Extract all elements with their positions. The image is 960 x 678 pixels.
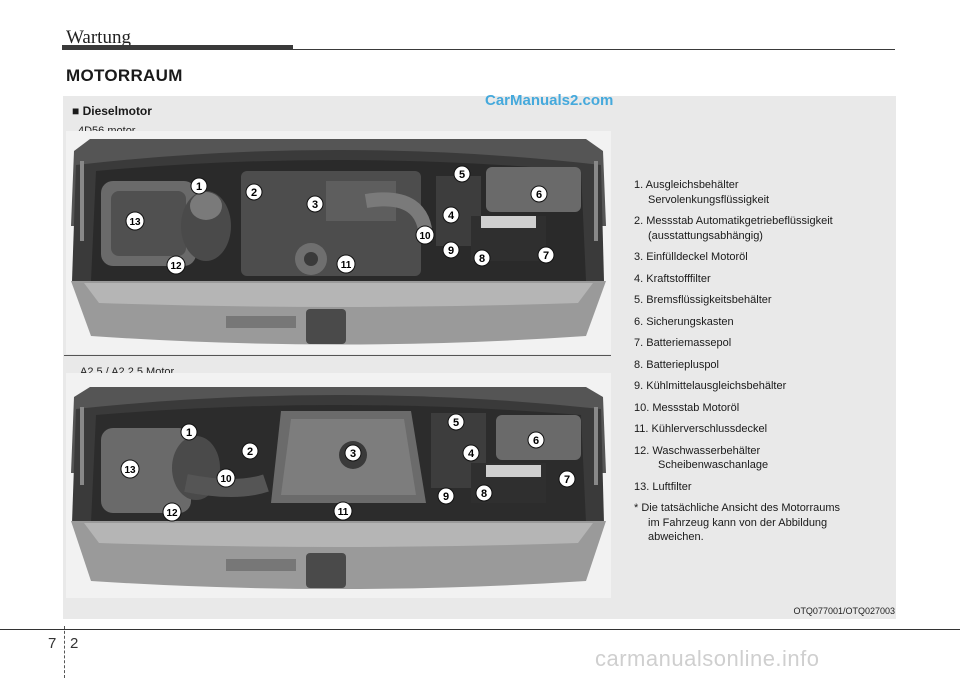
svg-text:13: 13 — [129, 217, 141, 228]
engine-photo-4d56 — [66, 131, 611, 354]
svg-text:11: 11 — [341, 260, 352, 271]
legend-item-10: 10. Messstab Motoröl — [634, 401, 740, 414]
svg-text:12: 12 — [166, 508, 178, 519]
callout-3: 3 — [306, 195, 324, 213]
page-title: MOTORRAUM — [66, 66, 183, 85]
photo1-callouts: 1 2 3 4 5 6 7 8 9 10 11 12 13 — [125, 165, 555, 275]
watermark-bottom[interactable]: carmanualsonline.info — [595, 646, 820, 671]
svg-text:10: 10 — [419, 231, 431, 242]
photo-divider — [64, 355, 611, 356]
callout-9: 9 — [442, 241, 460, 259]
legend-item-9: 9. Kühlmittelausgleichsbehälter — [634, 380, 787, 392]
engine-photo-a25 — [66, 373, 611, 598]
svg-text:1: 1 — [196, 181, 202, 193]
header-rule — [293, 49, 895, 50]
image-code: OTQ077001/OTQ027003 — [793, 606, 895, 616]
legend-item-3: 3. Einfülldeckel Motoröl — [634, 251, 748, 263]
svg-text:11: 11 — [338, 507, 349, 518]
legend-item-6: 6. Sicherungskasten — [634, 315, 734, 328]
legend-item-4: 4. Kraftstofffilter — [634, 272, 711, 285]
legend-item-11: 11. Kühlerverschlussdeckel — [634, 423, 768, 435]
callout-9: 9 — [437, 487, 455, 505]
callout-6: 6 — [530, 185, 548, 203]
svg-text:9: 9 — [448, 245, 454, 257]
callout-1: 1 — [180, 423, 198, 441]
callout-2: 2 — [241, 442, 259, 460]
svg-text:8: 8 — [479, 253, 485, 265]
callout-11: 11 — [336, 254, 356, 274]
callout-8: 8 — [473, 249, 491, 267]
svg-text:6: 6 — [533, 435, 539, 447]
header-bar — [62, 45, 293, 50]
svg-text:9: 9 — [443, 491, 449, 503]
callout-13: 13 — [125, 211, 145, 231]
legend-item-5: 5. Bremsflüssigkeitsbehälter — [634, 294, 772, 306]
svg-text:5: 5 — [459, 169, 465, 181]
callout-4: 4 — [462, 444, 480, 462]
legend-item-8: 8. Batteriepluspol — [634, 358, 719, 371]
callout-12: 12 — [162, 502, 182, 522]
svg-text:12: 12 — [170, 261, 182, 272]
svg-text:7: 7 — [564, 474, 570, 486]
callout-2: 2 — [245, 183, 263, 201]
footer-rule — [0, 629, 960, 630]
callout-7: 7 — [537, 246, 555, 264]
page-number-page: 2 — [70, 635, 79, 652]
section-label: Wartung — [66, 27, 131, 48]
callout-8: 8 — [475, 484, 493, 502]
legend-note: * Die tatsächliche Ansicht des Motorraum… — [634, 502, 841, 543]
svg-text:4: 4 — [448, 210, 455, 222]
callout-7: 7 — [558, 470, 576, 488]
callout-10: 10 — [216, 468, 236, 488]
engine-heading: ■ Dieselmotor — [72, 104, 152, 118]
callout-6: 6 — [527, 431, 545, 449]
callout-12: 12 — [166, 255, 186, 275]
callout-3: 3 — [344, 444, 362, 462]
legend-item-13: 13. Luftfilter — [634, 480, 692, 493]
callout-13: 13 — [120, 459, 140, 479]
svg-text:6: 6 — [536, 189, 542, 201]
callout-10: 10 — [415, 225, 435, 245]
watermark-top[interactable]: CarManuals2.com — [485, 92, 614, 109]
svg-text:3: 3 — [350, 448, 356, 460]
svg-text:2: 2 — [251, 187, 257, 199]
svg-text:8: 8 — [481, 488, 487, 500]
callout-1: 1 — [190, 177, 208, 195]
svg-text:4: 4 — [468, 448, 475, 460]
callout-5: 5 — [447, 413, 465, 431]
svg-text:7: 7 — [543, 250, 549, 262]
svg-text:1: 1 — [186, 427, 192, 439]
svg-text:3: 3 — [312, 199, 318, 211]
svg-text:10: 10 — [220, 474, 232, 485]
page-number-separator — [64, 626, 65, 678]
legend-item-2: 2. Messstab Automatikgetriebeflüssigkeit… — [634, 215, 833, 242]
svg-text:13: 13 — [124, 465, 136, 476]
photo2-callouts: 1 2 3 4 5 6 7 8 9 10 11 12 13 — [120, 413, 576, 522]
callout-11: 11 — [333, 501, 353, 521]
legend-item-7: 7. Batteriemassepol — [634, 337, 732, 349]
callout-5: 5 — [453, 165, 471, 183]
page-number-chapter: 7 — [48, 635, 57, 652]
svg-text:2: 2 — [247, 446, 253, 458]
callout-4: 4 — [442, 206, 460, 224]
svg-text:5: 5 — [453, 417, 459, 429]
